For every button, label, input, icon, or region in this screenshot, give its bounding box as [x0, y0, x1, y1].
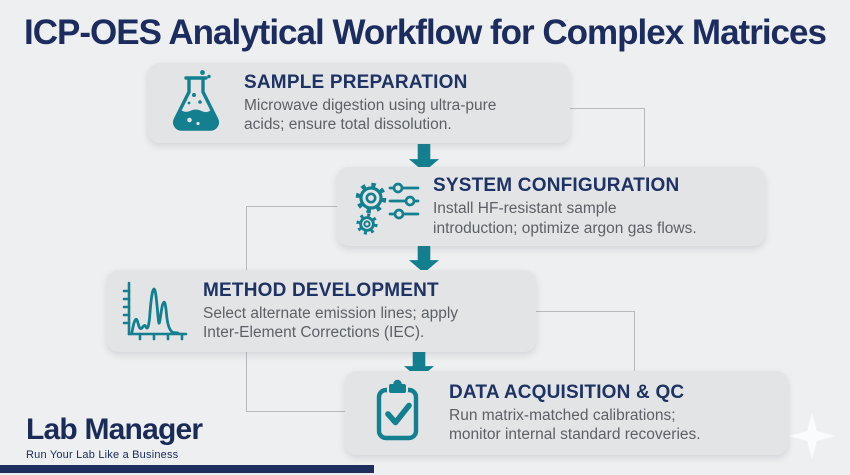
step-description-line: Microwave digestion using ultra-pure	[244, 96, 497, 114]
gears-sliders-icon	[337, 176, 433, 238]
step-description-line: Inter-Element Corrections (IEC).	[203, 324, 425, 341]
step-heading: METHOD DEVELOPMENT	[203, 279, 439, 301]
brand-block: Lab Manager Run Your Lab Like a Business	[26, 413, 203, 461]
brand-accent-bar	[0, 465, 374, 473]
step-card-data-acquisition-qc: DATA ACQUISITION & QC Run matrix-matched…	[345, 371, 788, 455]
step-description-line: monitor internal standard recoveries.	[449, 426, 701, 443]
lab-manager-logo: Lab Manager	[26, 413, 203, 446]
step-description-line: Install HF-resistant sample	[433, 200, 617, 218]
emission-spectrum-icon	[107, 279, 203, 343]
step-description-line: acids; ensure total dissolution.	[244, 116, 452, 133]
brand-tagline: Run Your Lab Like a Business	[26, 449, 179, 461]
connector-step1-step2	[570, 108, 645, 167]
connector-step3-step4-left	[246, 352, 345, 412]
step-card-sample-preparation: SAMPLE PREPARATION Microwave digestion u…	[148, 63, 570, 143]
step-heading: DATA ACQUISITION & QC	[449, 381, 685, 403]
step-heading: SYSTEM CONFIGURATION	[433, 175, 680, 197]
connector-step2-step3	[246, 206, 337, 270]
down-arrow-icon	[409, 245, 439, 273]
step-description-line: Select alternate emission lines; apply	[203, 304, 459, 322]
step-card-system-configuration: SYSTEM CONFIGURATION Install HF-resistan…	[337, 167, 765, 246]
step-description-line: introduction; optimize argon gas flows.	[433, 219, 697, 237]
sparkle-icon	[789, 413, 835, 459]
clipboard-check-icon	[345, 377, 449, 449]
page-title: ICP-OES Analytical Workflow for Complex …	[24, 13, 827, 52]
step-heading: SAMPLE PREPARATION	[244, 71, 468, 93]
step-description-line: Run matrix-matched calibrations;	[449, 406, 676, 424]
connector-step3-step4	[536, 311, 635, 371]
flask-icon	[148, 68, 244, 138]
step-card-method-development: METHOD DEVELOPMENT Select alternate emis…	[107, 270, 536, 352]
